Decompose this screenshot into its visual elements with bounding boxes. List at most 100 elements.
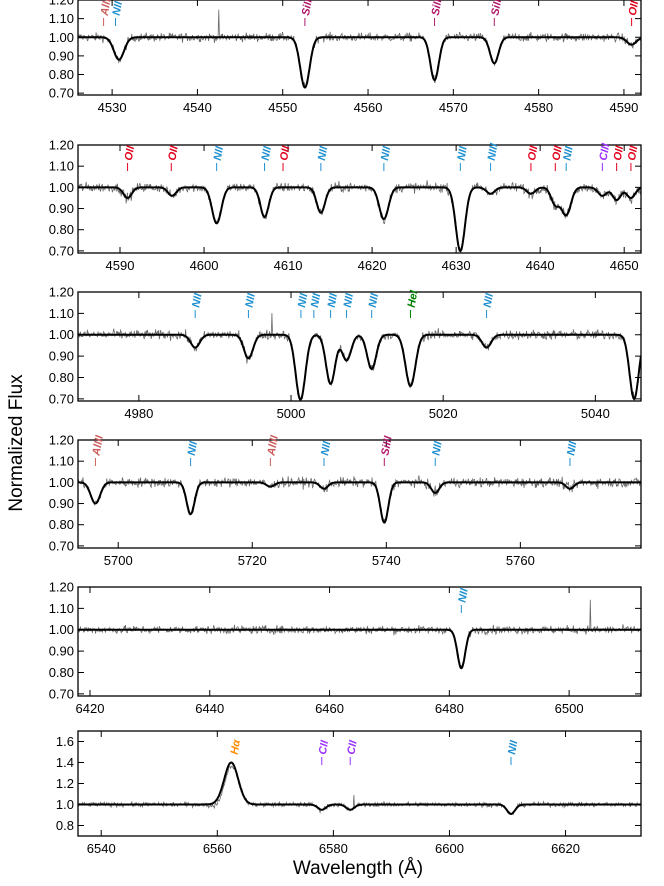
line-id-label: OII [626, 144, 641, 171]
line-id-label: NII [309, 292, 323, 318]
line-id-text: Hα [229, 738, 244, 756]
line-id-text: OII [612, 144, 627, 161]
y-tick-label: 0.80 [49, 222, 74, 237]
line-id-label: NII [326, 292, 340, 318]
y-tick-label: 1.00 [49, 475, 74, 490]
observed-spectrum-line [78, 765, 641, 816]
line-id-text: NII [565, 440, 579, 457]
observed-spectrum-line [78, 599, 641, 670]
line-id-label: CIII [597, 142, 612, 171]
line-id-text: NIII [486, 142, 501, 162]
line-id-text: SiIII [430, 0, 445, 17]
line-id-label: SiIII [430, 0, 445, 26]
model-spectrum-line [78, 628, 641, 670]
y-tick-label: 1.00 [49, 327, 74, 342]
y-tick-label: 1.2 [56, 776, 74, 791]
x-tick-label: 6560 [203, 841, 232, 856]
y-tick-label: 0.90 [49, 644, 74, 659]
line-id-label: AlIII [90, 434, 106, 466]
y-tick-label: 0.70 [49, 538, 74, 553]
line-id-text: NII [190, 292, 204, 309]
line-id-label: NII [296, 292, 310, 318]
panel-frame [77, 586, 642, 697]
line-id-label: NII [316, 145, 330, 171]
line-id-label: AlIII [265, 434, 281, 466]
y-tick-label: 0.80 [49, 517, 74, 532]
x-tick-label: 4560 [354, 100, 383, 115]
panel-frame [77, 291, 642, 402]
observed-spectrum-line [78, 313, 641, 401]
line-id-text: SiIII [379, 434, 394, 456]
line-id-text: NII [506, 739, 520, 756]
line-id-text: CIII [597, 142, 612, 162]
x-tick-label: 4640 [526, 258, 555, 273]
line-id-label: NII [456, 587, 471, 613]
observed-spectrum-line [78, 180, 641, 253]
x-tick-label: 6600 [435, 841, 464, 856]
model-spectrum-line [78, 36, 641, 89]
y-tick-label: 1.10 [49, 601, 74, 616]
y-tick-label: 0.90 [49, 349, 74, 364]
x-tick-label: 6480 [435, 701, 464, 716]
panel-frame [77, 730, 642, 837]
y-tick-label: 1.10 [49, 454, 74, 469]
x-tick-label: 6500 [555, 701, 584, 716]
line-id-text: NII [316, 145, 330, 162]
x-tick-label: 5000 [277, 406, 306, 421]
x-tick-label: 5020 [429, 406, 458, 421]
x-tick-label: 4600 [190, 258, 219, 273]
line-id-label: OII [612, 144, 627, 171]
x-tick-label: 5760 [506, 553, 535, 568]
line-id-label: OII [123, 144, 137, 171]
line-id-text: OII [278, 144, 293, 161]
x-tick-label: 6460 [315, 701, 344, 716]
line-id-text: NII [456, 587, 470, 604]
x-tick-label: 5740 [372, 553, 401, 568]
x-tick-label: 4630 [442, 258, 471, 273]
panel-frame [77, 144, 642, 254]
line-id-text: NII [296, 292, 310, 309]
y-tick-label: 1.20 [49, 285, 74, 300]
line-id-text: NII [111, 0, 125, 17]
line-id-label: NII [190, 292, 205, 318]
line-id-label: NII [506, 739, 521, 765]
line-id-label: Hα [229, 738, 244, 756]
line-id-label: OII [550, 144, 565, 171]
line-id-label: NII [455, 145, 470, 171]
x-tick-label: 5700 [104, 553, 133, 568]
line-id-text: AlIII [265, 434, 281, 458]
x-tick-label: 6580 [319, 841, 348, 856]
line-id-text: NII [186, 440, 200, 457]
model-spectrum-line [78, 333, 641, 401]
line-id-label: SiIII [300, 0, 315, 26]
x-axis-label: Wavelength (Å) [293, 858, 423, 879]
model-spectrum-line [78, 186, 641, 253]
line-id-text: NII [260, 145, 274, 162]
y-tick-label: 0.70 [49, 86, 74, 101]
line-id-text: OII [627, 0, 642, 17]
line-id-text: OII [550, 144, 565, 161]
line-id-label: NII [212, 145, 226, 171]
line-id-text: AlIII [99, 0, 115, 18]
model-spectrum-line [78, 761, 641, 815]
x-tick-label: 4620 [358, 258, 387, 273]
line-id-label: NII [260, 145, 274, 171]
y-tick-label: 0.80 [49, 370, 74, 385]
line-id-text: CII [345, 739, 359, 756]
y-tick-label: 1.4 [56, 755, 74, 770]
x-tick-label: 4570 [439, 100, 468, 115]
y-axis-label: Normalized Flux [6, 374, 27, 512]
x-tick-label: 6440 [195, 701, 224, 716]
line-id-label: NII [111, 0, 125, 26]
line-id-label: AlIII [99, 0, 115, 26]
line-id-label: NII [319, 440, 334, 466]
line-id-text: NII [379, 145, 393, 162]
line-id-text: OII [166, 144, 181, 161]
line-id-label: NII [379, 145, 393, 171]
y-tick-label: 1.20 [49, 580, 74, 595]
